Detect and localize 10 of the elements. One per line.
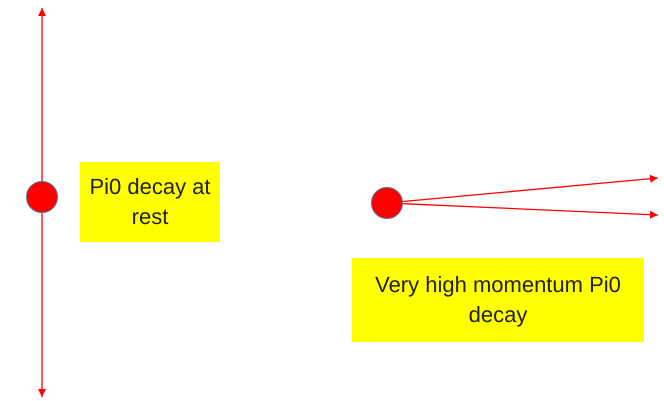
arrow — [38, 8, 46, 181]
particle-dot — [26, 181, 58, 213]
highlight-box — [80, 162, 220, 242]
arrow — [38, 213, 46, 397]
box-label: Very high momentum Pi0 decay — [374, 271, 622, 329]
arrow — [402, 203, 658, 219]
particle-dot — [371, 187, 403, 219]
arrow — [402, 174, 658, 202]
highlight-box — [352, 258, 644, 342]
box-label: Pi0 decay at rest — [88, 173, 212, 231]
